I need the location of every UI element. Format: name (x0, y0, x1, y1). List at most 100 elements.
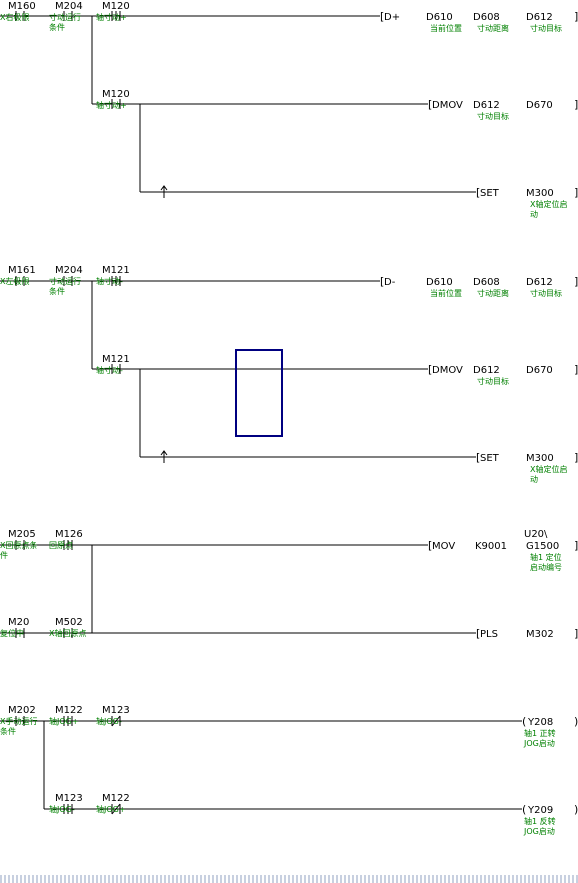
instruction-open: [ (428, 98, 432, 111)
device-comment: X左极限 (0, 276, 29, 286)
selection-cursor[interactable] (235, 349, 283, 437)
device-comment: 轴1 定位 (530, 552, 562, 562)
instruction-open: [ (428, 539, 432, 552)
coil-open: ( (522, 715, 526, 728)
contact-label: M20 (8, 617, 29, 628)
contact-label: M204 (55, 265, 83, 276)
device-comment: 轴寸动- (96, 365, 123, 375)
device-comment: 启动编号 (530, 562, 562, 572)
instruction-label: SET (480, 453, 500, 464)
instruction-open: [ (380, 275, 384, 288)
contact-label: M123 (102, 705, 130, 716)
device-comment: 回原点 (49, 541, 73, 550)
device-comment: JOG启动 (523, 826, 555, 836)
coil-open: ( (522, 803, 526, 816)
contact-label: M160 (8, 1, 36, 12)
operand-label: M300 (526, 188, 554, 199)
device-comment: 寸动运行 (49, 12, 81, 22)
contact-label: M205 (8, 529, 36, 540)
operand-label: D608 (473, 12, 500, 23)
device-comment: 轴寸动- (96, 276, 123, 286)
operand-label: D612 (526, 277, 553, 288)
instruction-label: D- (384, 277, 396, 288)
device-comment: 轴寸动+ (96, 100, 127, 110)
instruction-open: [ (476, 451, 480, 464)
operand-label: D610 (426, 277, 453, 288)
operand-label: D612 (473, 365, 500, 376)
device-comment: X手动运行 (0, 716, 37, 726)
contact-label: M161 (8, 265, 36, 276)
operand-label: D608 (473, 277, 500, 288)
device-comment: 件 (0, 550, 8, 560)
instruction-label: MOV (432, 541, 455, 552)
device-comment: 轴JOG+ (49, 716, 79, 726)
instruction-label: D+ (384, 12, 400, 23)
operand-label: U20\ (524, 529, 548, 540)
operand-label: G1500 (526, 541, 559, 552)
device-comment: 寸动目标 (477, 111, 509, 121)
instruction-close: ] (574, 539, 578, 552)
contact-label: M121 (102, 265, 130, 276)
coil-label: Y208 (527, 717, 553, 728)
device-comment: 轴1 反转 (524, 816, 556, 826)
operand-label: M300 (526, 453, 554, 464)
instruction-close: ] (574, 98, 578, 111)
device-comment: 动 (530, 474, 538, 484)
contact-label: M202 (8, 705, 36, 716)
instruction-close: ] (574, 363, 578, 376)
device-comment: 当前位置 (430, 23, 462, 33)
coil-close: ) (574, 715, 578, 728)
instruction-close: ] (574, 451, 578, 464)
contact-slash (111, 803, 121, 815)
contact-slash (111, 715, 121, 727)
device-comment: X轴定位启 (530, 199, 567, 209)
device-comment: X右极限 (0, 12, 29, 22)
operand-label: D612 (473, 100, 500, 111)
contact-label: M204 (55, 1, 83, 12)
contact-label: M120 (102, 1, 130, 12)
instruction-open: [ (476, 627, 480, 640)
coil-close: ) (574, 803, 578, 816)
device-comment: 寸动距离 (477, 288, 509, 298)
device-comment: 轴1 正转 (524, 728, 556, 738)
device-comment: 轴JOG- (49, 804, 75, 814)
device-comment: 条件 (49, 286, 65, 296)
device-comment: 轴JOG- (96, 716, 122, 726)
instruction-close: ] (574, 627, 578, 640)
contact-label: M121 (102, 354, 130, 365)
operand-label: D670 (526, 365, 553, 376)
contact-label: M502 (55, 617, 83, 628)
instruction-open: [ (476, 186, 480, 199)
instruction-label: SET (480, 188, 500, 199)
coil-label: Y209 (527, 805, 553, 816)
operand-label: D612 (526, 12, 553, 23)
device-comment: 轴JOG+ (96, 804, 126, 814)
instruction-close: ] (574, 275, 578, 288)
status-strip (0, 875, 578, 883)
device-comment: 寸动目标 (477, 376, 509, 386)
device-comment: X轴定位启 (530, 464, 567, 474)
instruction-close: ] (574, 186, 578, 199)
contact-label: M120 (102, 89, 130, 100)
contact-label: M126 (55, 529, 83, 540)
device-comment: JOG启动 (523, 738, 555, 748)
instruction-label: PLS (480, 629, 498, 640)
instruction-open: [ (428, 363, 432, 376)
device-comment: 复位中 (0, 628, 24, 638)
instruction-close: ] (574, 10, 578, 23)
device-comment: X回原点条 (0, 540, 37, 550)
device-comment: 轴寸动+ (96, 12, 127, 22)
device-comment: 寸动距离 (477, 23, 509, 33)
contact-label: M122 (55, 705, 83, 716)
contact-label: M123 (55, 793, 83, 804)
device-comment: 寸动目标 (530, 288, 562, 298)
contact-label: M122 (102, 793, 130, 804)
device-comment: 寸动目标 (530, 23, 562, 33)
device-comment: 条件 (49, 22, 65, 32)
pulse-arrow-head (160, 185, 168, 191)
device-comment: 寸动运行 (49, 276, 81, 286)
operand-label: D610 (426, 12, 453, 23)
pulse-arrow-head (160, 450, 168, 456)
device-comment: X轴回原点 (49, 628, 86, 638)
